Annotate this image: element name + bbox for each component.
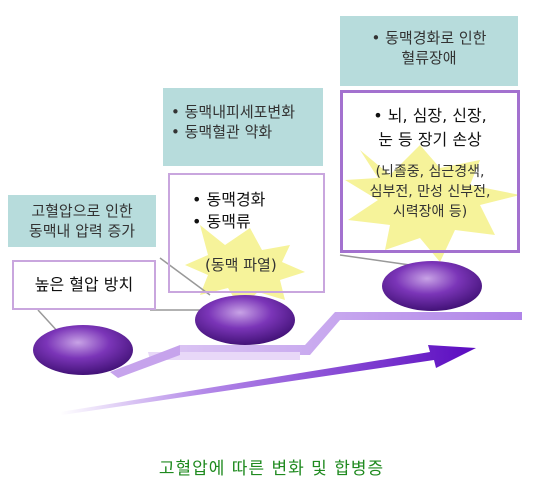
stage2-cause-box: • 동맥내피세포변화 • 동맥혈관 약화 (163, 88, 323, 166)
step-platform (175, 312, 522, 355)
star-burst (185, 225, 305, 308)
stage-ellipse-2 (195, 295, 295, 345)
stage2-note: (동맥 파열) (205, 256, 277, 274)
trend-arrow (60, 345, 476, 415)
stage3-cause-line: • 동맥경화로 인한 (371, 29, 487, 47)
stage1-cause-line: 고혈압으로 인한 (31, 202, 133, 220)
star-burst (345, 145, 520, 262)
diagram-caption: 고혈압에 따른 변화 및 합병증 (158, 459, 385, 479)
connector-line (339, 254, 411, 266)
step-platform (110, 345, 180, 378)
stage3-cause-box: • 동맥경화로 인한 혈류장애 (340, 16, 518, 86)
stage2-cause-line: • 동맥혈관 약화 (171, 123, 273, 141)
stage-ellipse-1 (33, 325, 133, 375)
stage3-item: 눈 등 장기 손상 (378, 130, 482, 149)
stage1-state-text: 높은 혈압 방치 (34, 275, 134, 294)
stage3-cause-line: 혈류장애 (401, 49, 457, 67)
stage3-items: • 뇌, 심장, 신장, 눈 등 장기 손상 (344, 104, 516, 152)
stage-ellipse-3 (382, 261, 482, 311)
stage2-item: • 동맥류 (192, 212, 251, 231)
stage2-effect-box: • 동맥경화 • 동맥류 (168, 173, 325, 293)
stage1-cause-box: 고혈압으로 인한 동맥내 압력 증가 (8, 195, 156, 247)
stage3-complication: (뇌졸중, 심근경색, (375, 164, 485, 180)
stage1-state-box: 높은 혈압 방치 (12, 260, 156, 310)
stage2-item: • 동맥경화 (192, 190, 266, 209)
stage3-effect-box (340, 90, 520, 253)
stage2-cause-line: • 동맥내피세포변화 (171, 103, 296, 121)
stage1-cause-line: 동맥내 압력 증가 (28, 222, 136, 240)
stage3-item: • 뇌, 심장, 신장, (373, 106, 487, 125)
step-platform (148, 352, 300, 360)
stage3-complications: (뇌졸중, 심근경색, 심부전, 만성 신부전, 시력장애 등) (344, 162, 516, 222)
stage3-complication: 심부전, 만성 신부전, (369, 184, 491, 200)
stage3-complication: 시력장애 등) (392, 204, 468, 220)
